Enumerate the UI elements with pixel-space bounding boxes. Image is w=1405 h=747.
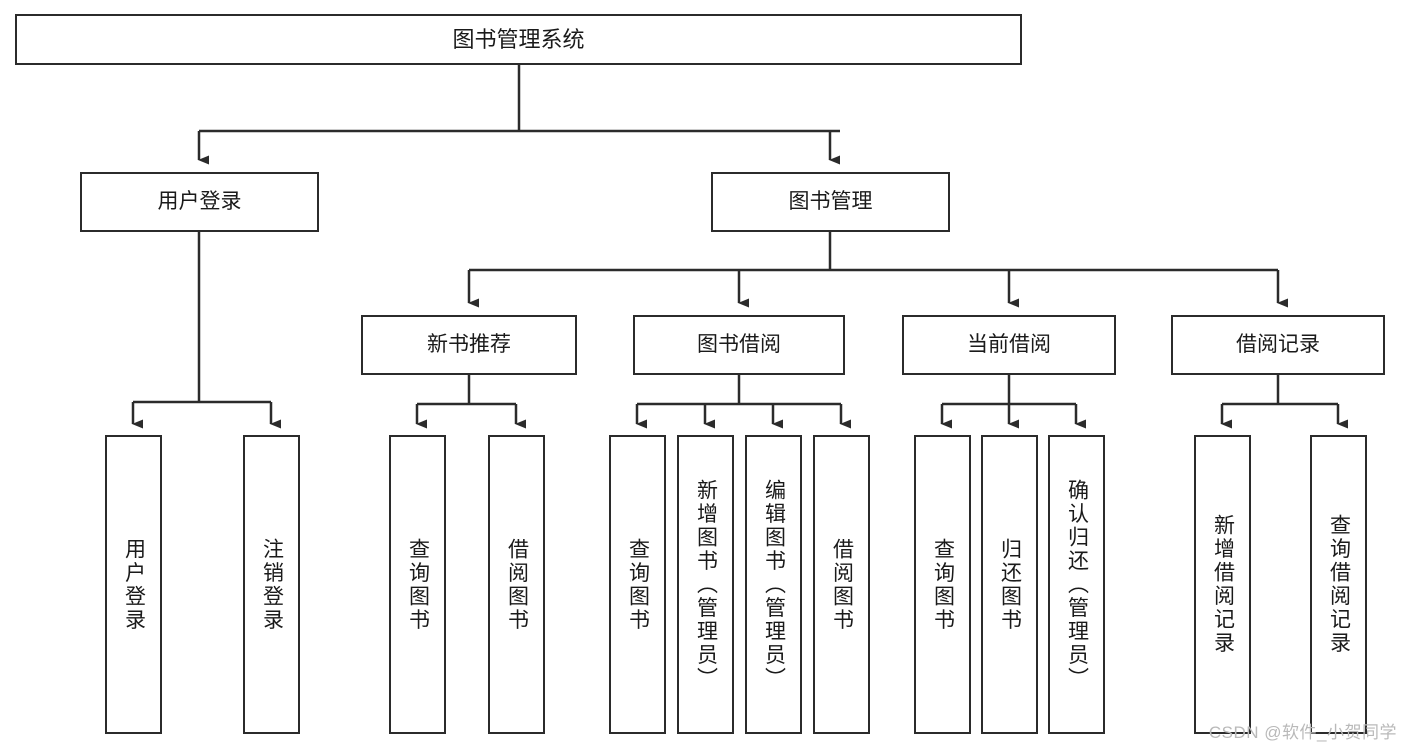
leaf-book-borrow-query[interactable]: 查询图书 xyxy=(609,435,666,734)
csdn-watermark: CSDN @软件_小贺同学 xyxy=(1208,723,1397,742)
leaf-book-borrow-edit[interactable]: 编辑图书（管理员） xyxy=(745,435,802,734)
node-root-label: 图书管理系统 xyxy=(452,26,585,52)
leaf-book-borrow-edit-label: 编辑图书（管理员） xyxy=(762,478,786,691)
node-current-borrow[interactable]: 当前借阅 xyxy=(902,315,1116,375)
leaf-new-book-query-label: 查询图书 xyxy=(406,537,430,632)
leaf-borrow-record-add[interactable]: 新增借阅记录 xyxy=(1194,435,1251,734)
node-book-borrow-label: 图书借阅 xyxy=(697,332,781,356)
leaf-current-borrow-confirm-return-label: 确认归还（管理员） xyxy=(1065,478,1089,691)
leaf-new-book-borrow-label: 借阅图书 xyxy=(505,537,529,632)
leaf-borrow-record-query-label: 查询借阅记录 xyxy=(1327,514,1351,655)
node-new-book-recommend[interactable]: 新书推荐 xyxy=(361,315,577,375)
leaf-new-book-borrow[interactable]: 借阅图书 xyxy=(488,435,545,734)
leaf-current-borrow-confirm-return[interactable]: 确认归还（管理员） xyxy=(1048,435,1105,734)
leaf-book-borrow-query-label: 查询图书 xyxy=(626,537,650,632)
leaf-borrow-record-add-label: 新增借阅记录 xyxy=(1211,514,1235,655)
leaf-borrow-record-query[interactable]: 查询借阅记录 xyxy=(1310,435,1367,734)
leaf-current-borrow-return[interactable]: 归还图书 xyxy=(981,435,1038,734)
leaf-user-login-login[interactable]: 用户登录 xyxy=(105,435,162,734)
leaf-user-login-logout[interactable]: 注销登录 xyxy=(243,435,300,734)
node-new-book-recommend-label: 新书推荐 xyxy=(427,332,511,356)
node-current-borrow-label: 当前借阅 xyxy=(967,332,1051,356)
node-borrow-record[interactable]: 借阅记录 xyxy=(1171,315,1385,375)
leaf-current-borrow-query-label: 查询图书 xyxy=(931,537,955,632)
node-book-borrow[interactable]: 图书借阅 xyxy=(633,315,845,375)
leaf-book-borrow-borrow-label: 借阅图书 xyxy=(830,537,854,632)
node-book-management[interactable]: 图书管理 xyxy=(711,172,950,232)
leaf-user-login-login-label: 用户登录 xyxy=(122,537,146,632)
leaf-user-login-logout-label: 注销登录 xyxy=(260,537,284,632)
node-borrow-record-label: 借阅记录 xyxy=(1236,332,1320,356)
node-root-book-management-system[interactable]: 图书管理系统 xyxy=(15,14,1022,65)
leaf-book-borrow-add[interactable]: 新增图书（管理员） xyxy=(677,435,734,734)
node-book-management-label: 图书管理 xyxy=(788,189,873,213)
leaf-current-borrow-return-label: 归还图书 xyxy=(998,537,1022,632)
node-user-login[interactable]: 用户登录 xyxy=(80,172,319,232)
node-user-login-label: 用户登录 xyxy=(157,189,242,213)
leaf-book-borrow-add-label: 新增图书（管理员） xyxy=(694,478,718,691)
leaf-book-borrow-borrow[interactable]: 借阅图书 xyxy=(813,435,870,734)
leaf-current-borrow-query[interactable]: 查询图书 xyxy=(914,435,971,734)
leaf-new-book-query[interactable]: 查询图书 xyxy=(389,435,446,734)
